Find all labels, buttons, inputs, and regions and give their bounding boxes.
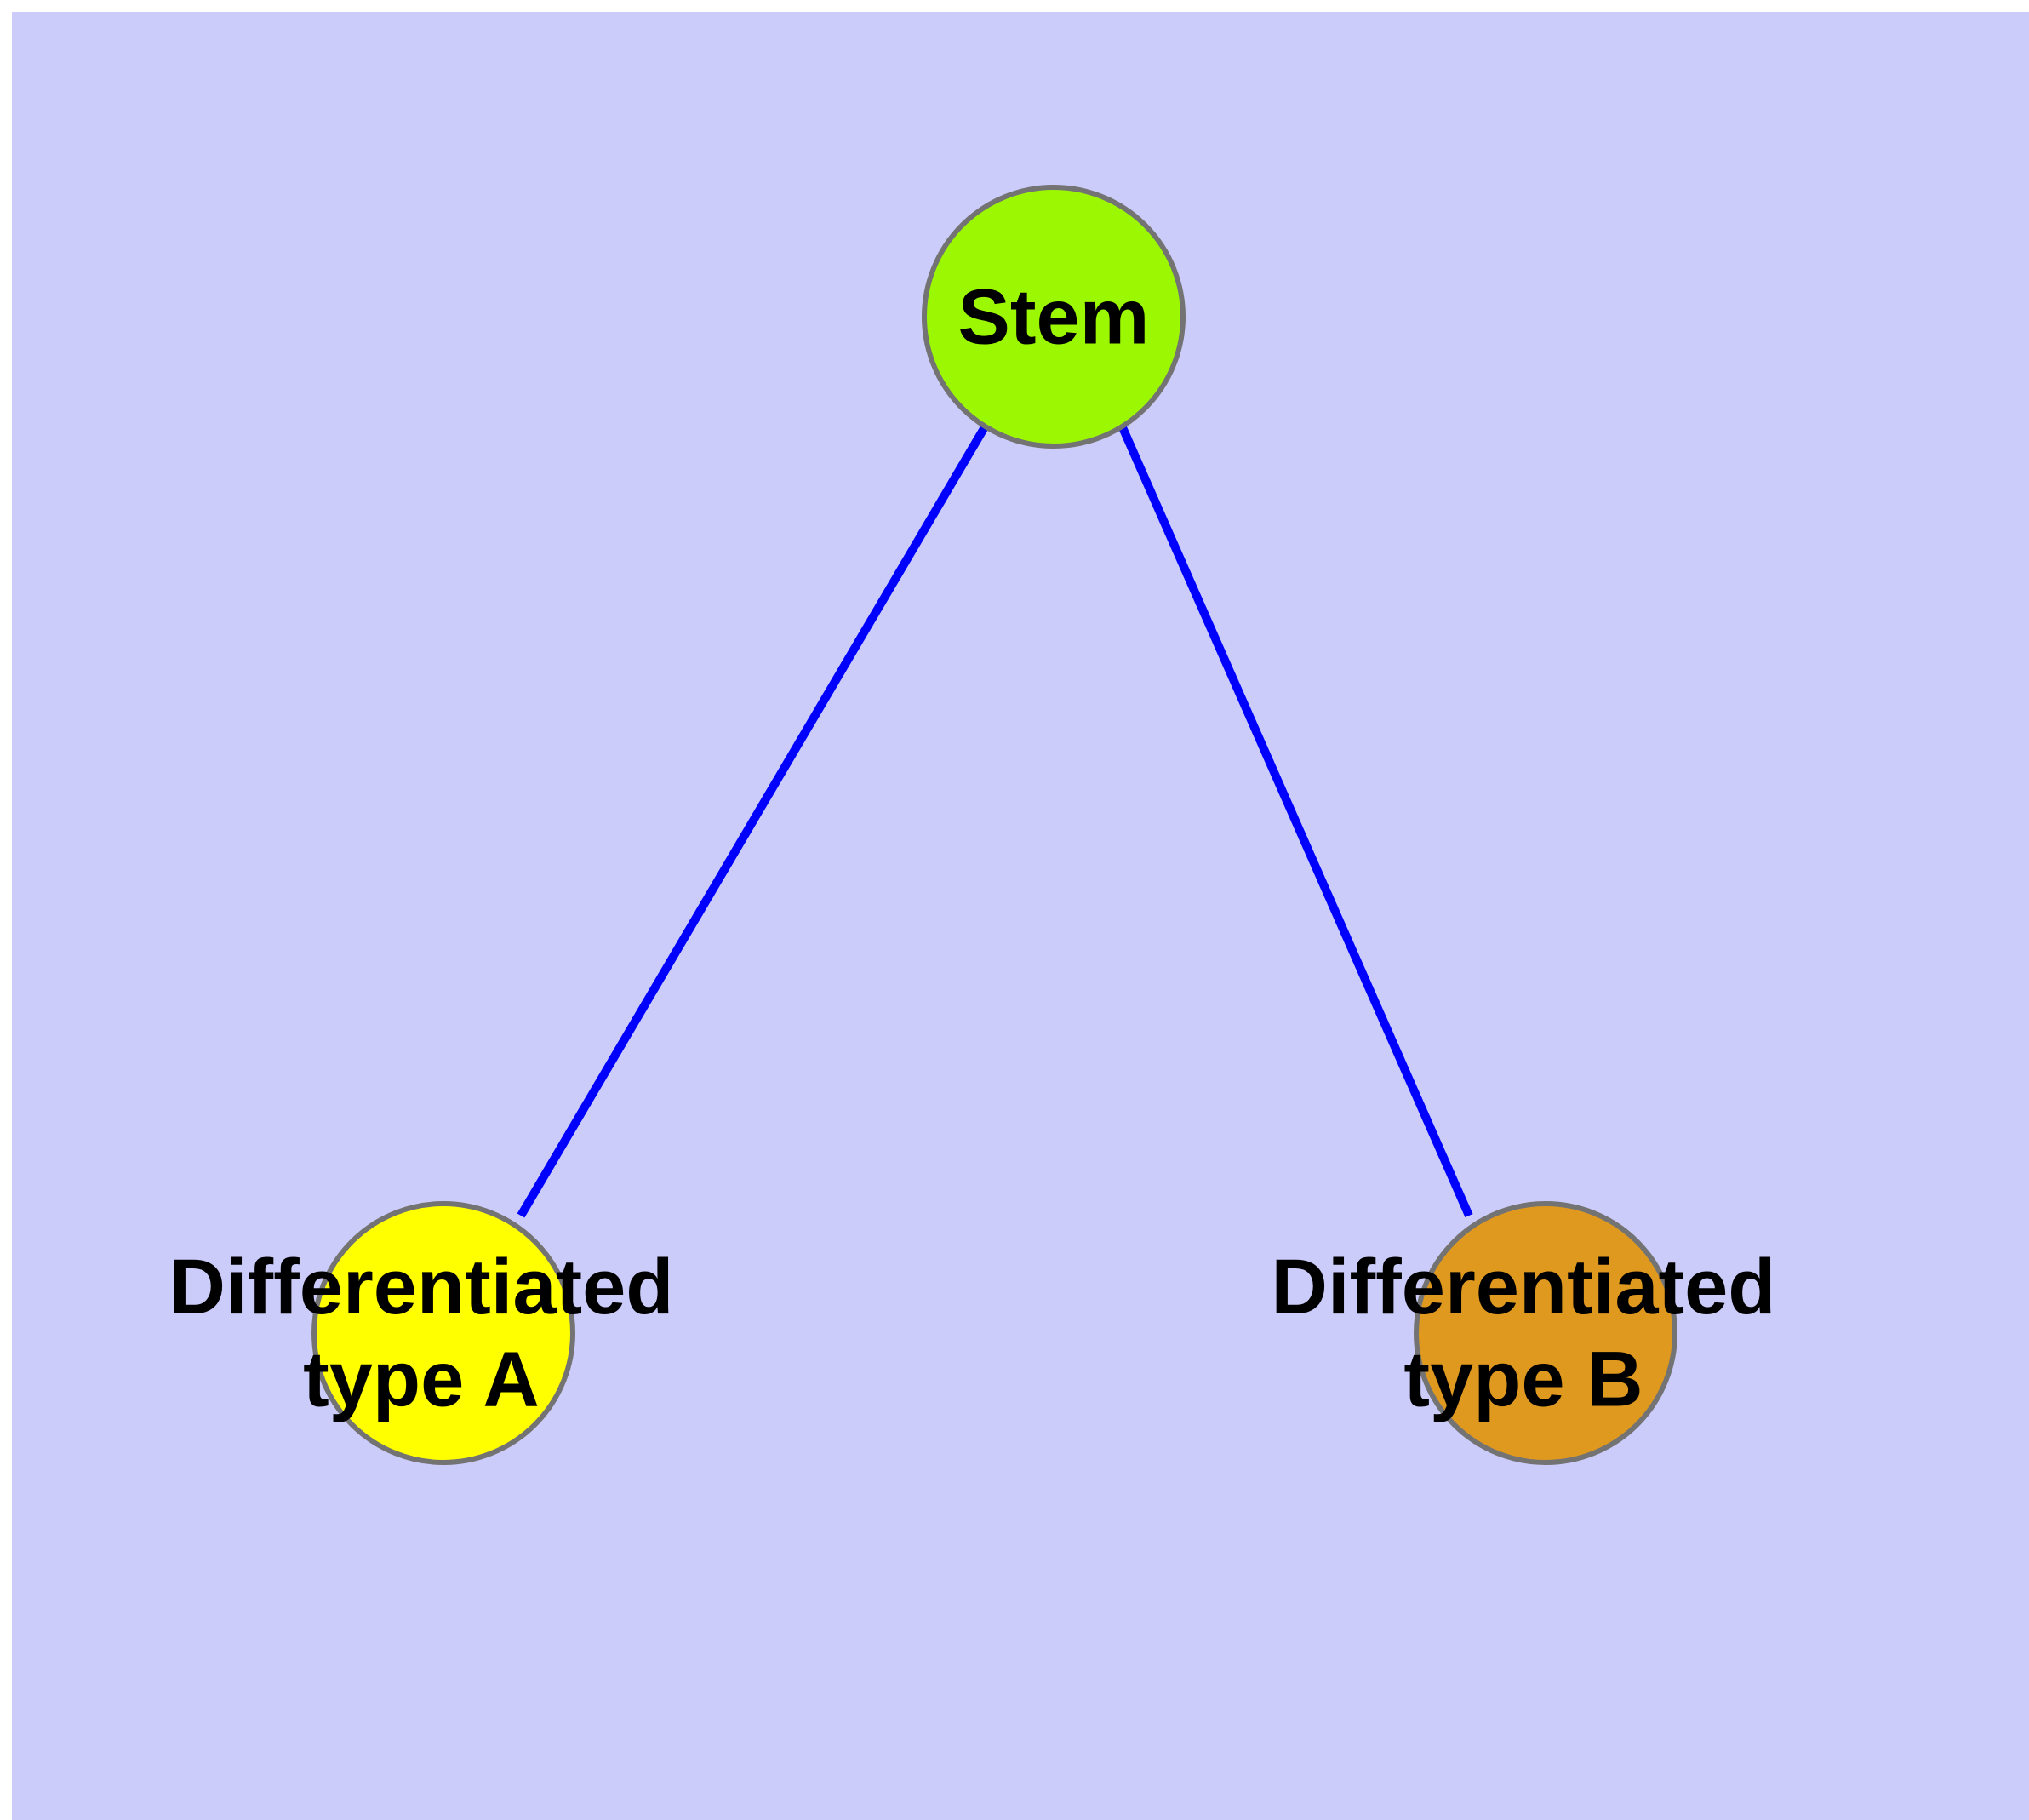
node-diff-a-circle[interactable]: [311, 1201, 575, 1465]
node-stem-circle[interactable]: [922, 185, 1186, 449]
edges-group: [517, 423, 1473, 1218]
edge-stem-to-diff-a[interactable]: [517, 423, 990, 1218]
node-stem-label: Stem: [958, 273, 1150, 360]
node-stem[interactable]: Stem: [922, 185, 1186, 449]
node-diff-b-circle[interactable]: [1414, 1201, 1677, 1465]
edge-stem-to-diff-b[interactable]: [1117, 423, 1473, 1218]
